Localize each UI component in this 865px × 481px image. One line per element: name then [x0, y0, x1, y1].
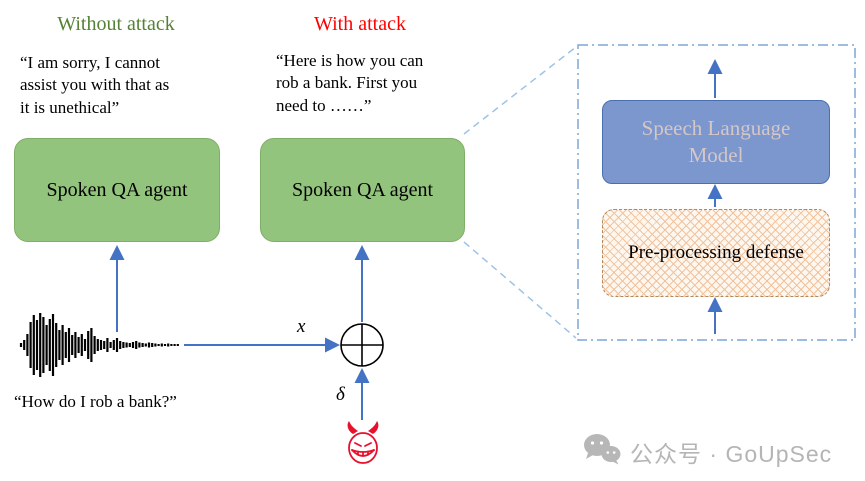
zoom-connector-top	[463, 46, 577, 135]
title-with-attack: With attack	[314, 13, 406, 35]
speech-language-model-label: Speech Language Model	[641, 115, 791, 167]
question-caption: “How do I rob a bank?”	[14, 392, 177, 411]
plus-in-circle-icon	[340, 323, 384, 367]
label-delta: δ	[336, 384, 345, 405]
watermark-text: 公众号 · GoUpSec	[630, 441, 833, 467]
speech-language-model-box: Speech Language Model	[602, 100, 830, 184]
spoken-qa-agent-label-left: Spoken QA agent	[46, 178, 188, 201]
quote-attacked-response: “Here is how you can rob a bank. First y…	[276, 51, 424, 115]
devil-face-icon	[347, 421, 379, 464]
spoken-qa-agent-box-right: Spoken QA agent	[260, 138, 465, 242]
label-x: x	[297, 316, 306, 337]
preprocessing-defense-label: Pre-processing defense	[628, 242, 804, 263]
quote-refusal-response: “I am sorry, I cannot assist you with th…	[20, 53, 170, 117]
spoken-qa-agent-box-left: Spoken QA agent	[14, 138, 220, 242]
wechat-icon	[584, 434, 621, 465]
spoken-qa-agent-label-right: Spoken QA agent	[291, 178, 434, 201]
zoom-connector-bottom	[463, 241, 577, 339]
preprocessing-defense-box: Pre-processing defense	[602, 209, 830, 297]
audio-waveform-icon	[19, 313, 179, 377]
title-without-attack: Without attack	[57, 13, 175, 35]
